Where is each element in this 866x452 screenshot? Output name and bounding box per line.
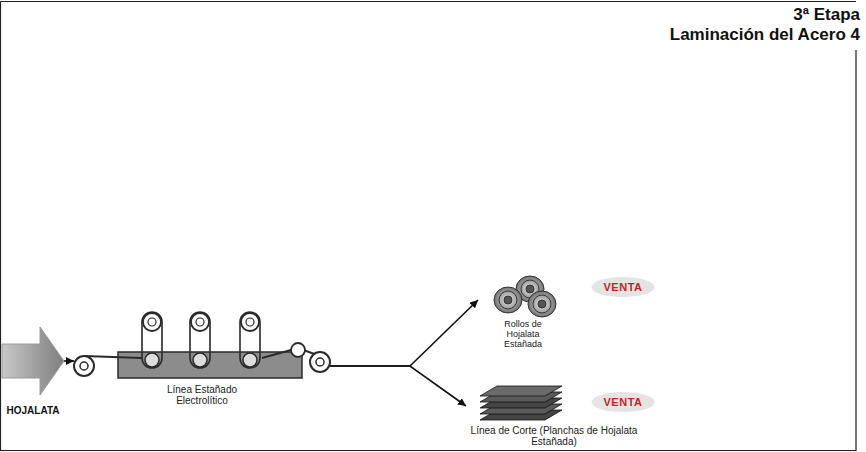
- step-label: Línea de Corte (Planchas de Hojalata Est…: [469, 425, 639, 447]
- step-label: Línea Estañado Electrolítico: [152, 384, 252, 406]
- input-arrow: [2, 327, 64, 395]
- coil-icon: [494, 276, 556, 317]
- step-label: Rollos de Hojalata Estañada: [493, 320, 553, 350]
- stamp-text: VENTA: [585, 396, 661, 408]
- subtitle: Laminación del Acero 4: [670, 25, 860, 45]
- process-step: Rollos de Hojalata Estañada: [478, 274, 568, 352]
- step-label: HOJALATA: [2, 405, 64, 416]
- process-step: Línea Estañado Electrolítico: [74, 305, 330, 408]
- sale-stamp: VENTA: [583, 392, 663, 412]
- tinning-line-illustration: [74, 312, 330, 378]
- flow-arrow: [64, 360, 74, 362]
- sheet-stack-icon: [480, 386, 562, 420]
- title: 3ª Etapa: [793, 5, 860, 25]
- flow-arrow: [330, 366, 466, 406]
- flow-arrow: [330, 300, 478, 366]
- sale-stamp: VENTA: [583, 277, 663, 297]
- stamp-text: VENTA: [585, 281, 661, 293]
- process-step: HOJALATA: [2, 325, 64, 418]
